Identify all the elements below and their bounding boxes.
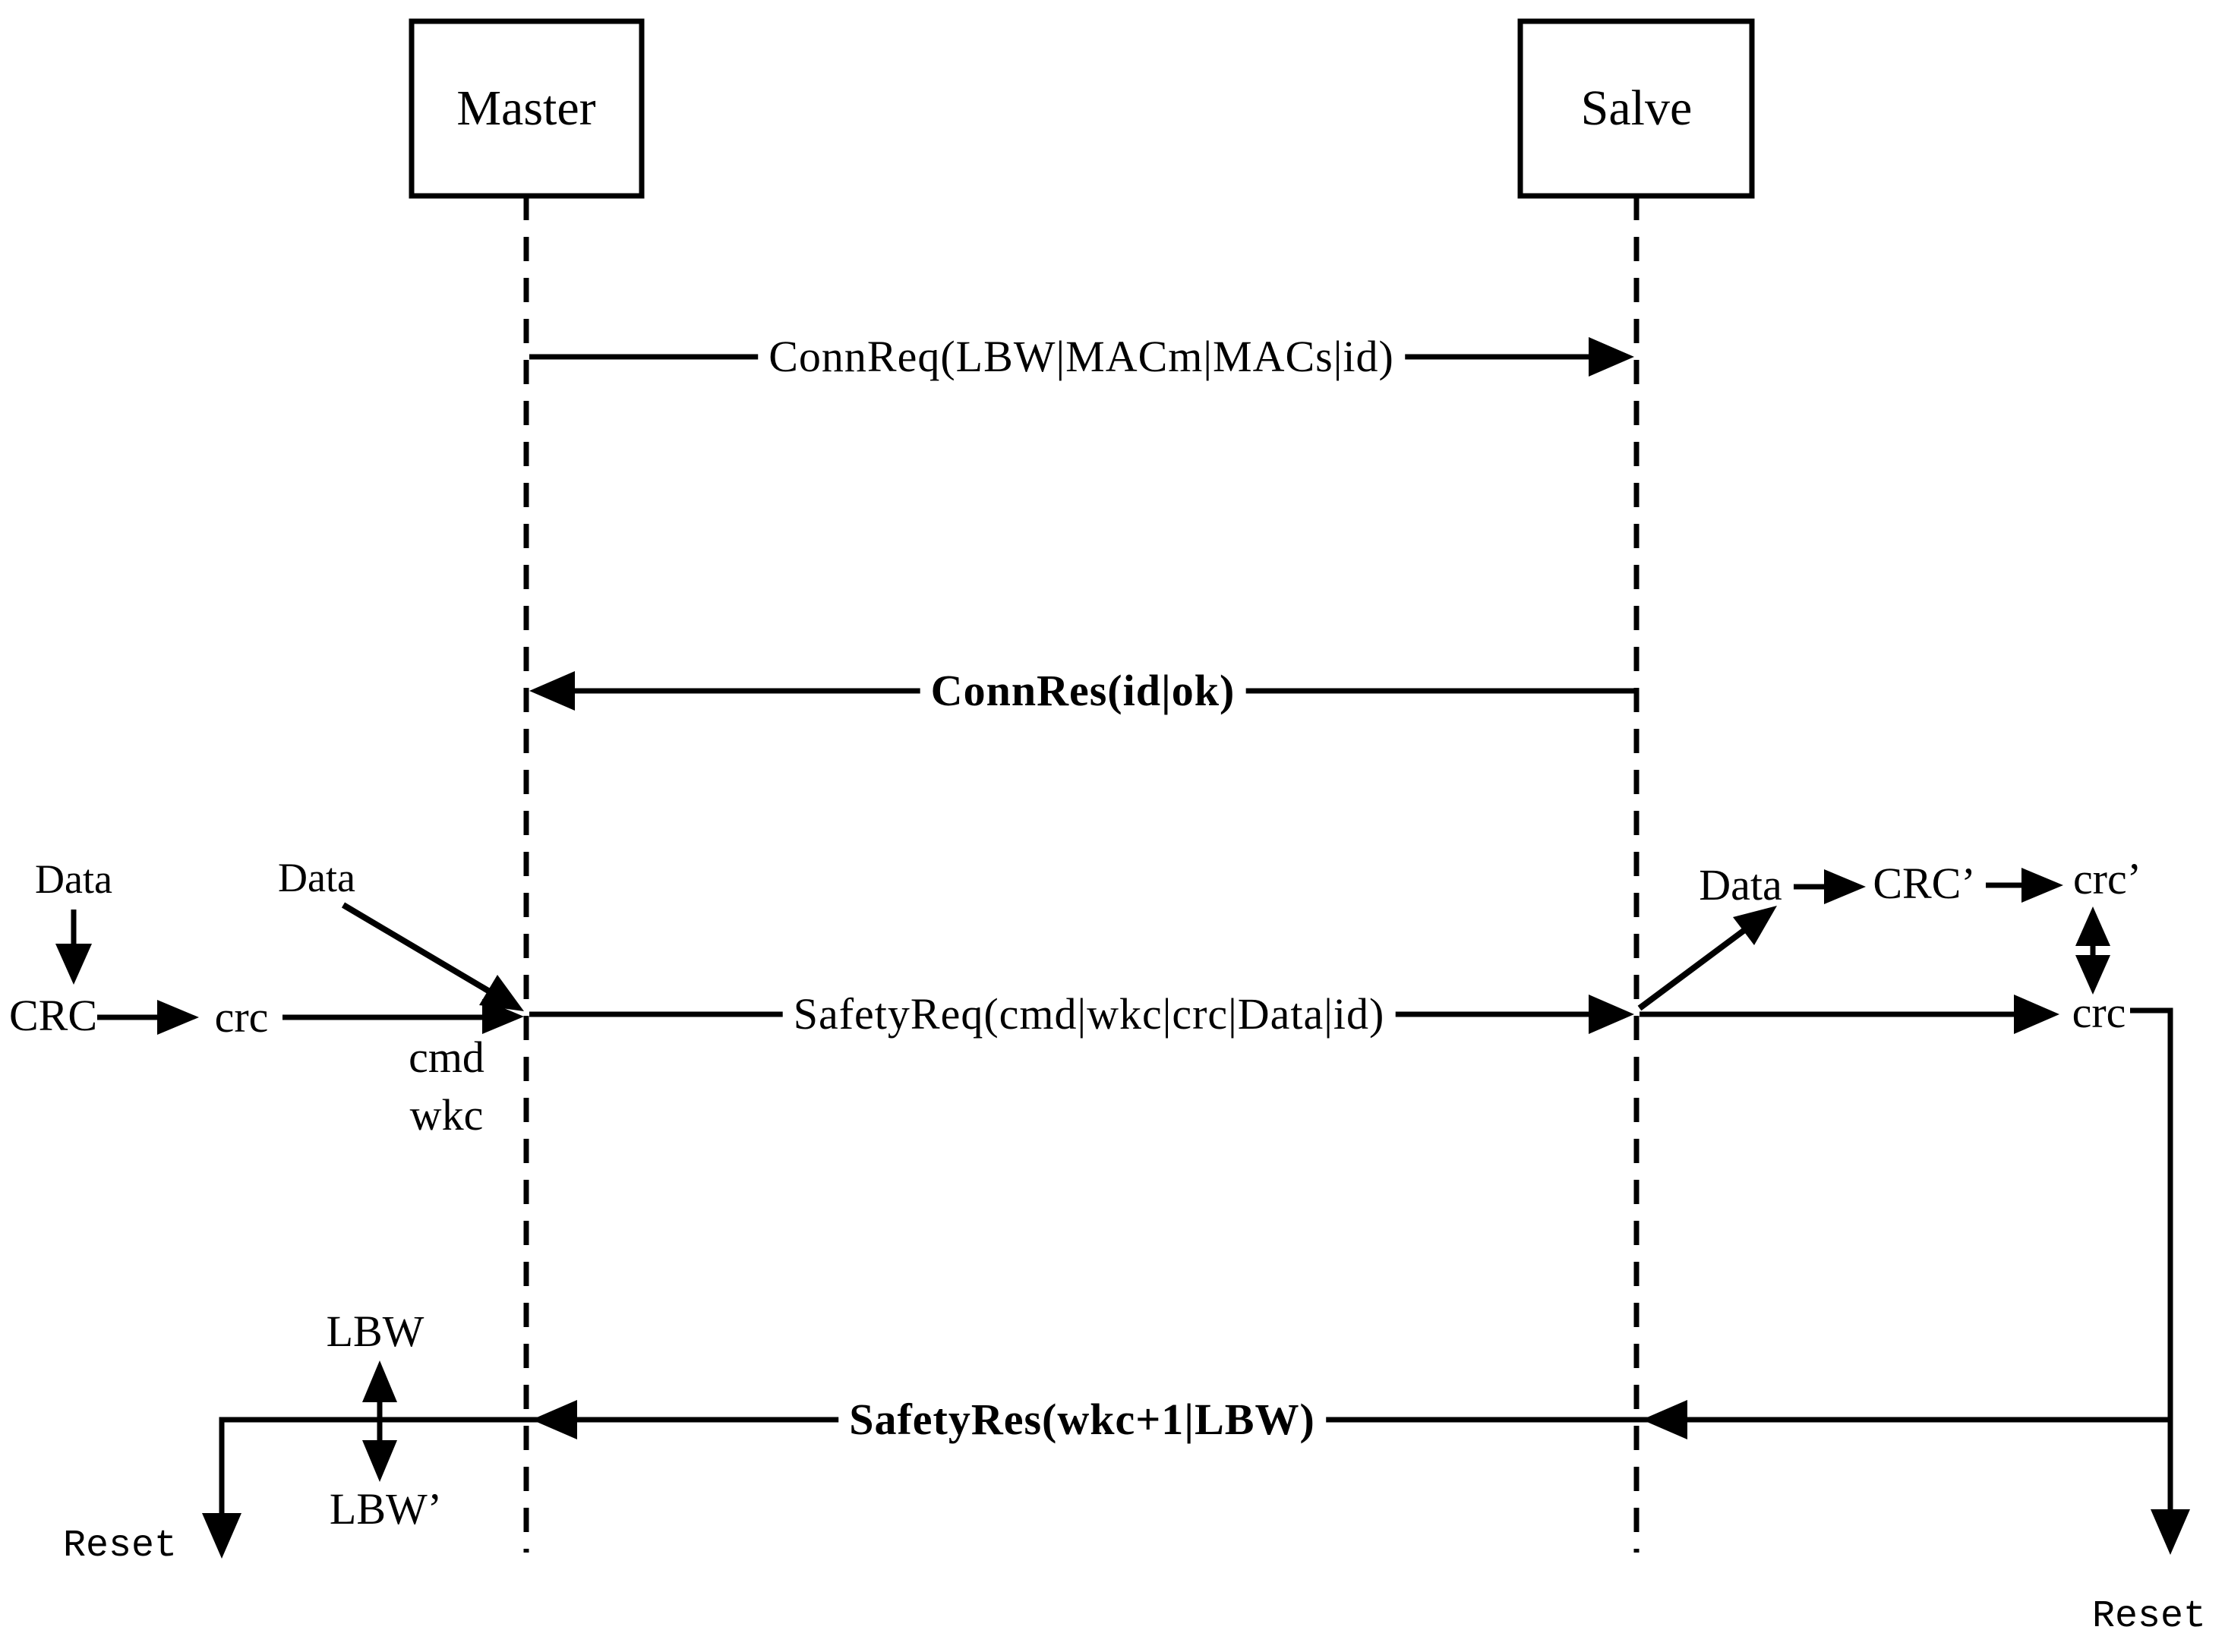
connres-arrowhead (529, 671, 575, 711)
lbw-label: LBW (326, 1307, 424, 1356)
connreq-arrowhead (1589, 337, 1634, 377)
crc-lower-left-label: crc (214, 992, 269, 1042)
reset-left-arrowhead (202, 1513, 241, 1559)
lbw-prime-label: LBW’ (329, 1484, 443, 1534)
reset-left-label: Reset (62, 1524, 178, 1568)
data-master-diagonal (341, 902, 494, 996)
crc-prime-lower-label: crc’ (2072, 854, 2142, 903)
connres-message-label: ConnRes(id|ok) (920, 667, 1246, 714)
data-slave-label: Data (1699, 860, 1782, 910)
crc-right-label: crc (2072, 988, 2126, 1037)
master-box (409, 18, 645, 199)
safetyres-arrowhead-slave (1642, 1400, 1687, 1439)
data-master-label: Data (278, 855, 355, 900)
safetyreq-message-label: SafetyReq(cmd|wkc|crc|Data|id) (782, 991, 1396, 1038)
slave-data-diagonal-arrowhead (1733, 906, 1777, 945)
cmd-label: cmd (409, 1032, 484, 1082)
wkc-label: wkc (409, 1090, 484, 1140)
master-label: Master (456, 80, 596, 136)
lbw-compare-down-arrowhead (362, 1440, 397, 1482)
crc-prime-label: CRC’ (1873, 859, 1976, 908)
crc-left-label: CRC (8, 991, 98, 1040)
slave-box (1517, 18, 1755, 199)
lbw-compare-up-arrowhead (362, 1360, 397, 1402)
safetyres-message-label: SafetyRes(wkc+1|LBW) (838, 1396, 1326, 1443)
reset-right-label: Reset (2091, 1595, 2207, 1638)
slave-label: Salve (1580, 80, 1693, 136)
data-left-label: Data (35, 856, 112, 902)
data-master-diagonal-arrowhead (479, 975, 524, 1011)
crc-compare-down-arrowhead (2075, 955, 2110, 995)
crc-to-master-arrowhead (482, 999, 524, 1034)
safetyres-line (219, 1417, 2170, 1515)
crc-to-crc-arrowhead (157, 1000, 199, 1035)
reset-right-arrowhead (2151, 1509, 2190, 1555)
safetyreq-arrowhead-slave (1589, 995, 1634, 1034)
connreq-message-label: ConnReq(LBW|MACm|MACs|id) (758, 333, 1405, 380)
safetyreq-arrowhead-crc (2014, 995, 2059, 1034)
safetyres-arrowhead-master (532, 1400, 577, 1439)
data-left-arrowhead (55, 944, 92, 985)
crcprime-to-crcprime-arrowhead (2021, 868, 2063, 903)
data-to-crcprime-arrowhead (1824, 869, 1866, 904)
crc-compare-up-arrowhead (2075, 906, 2110, 946)
crc-to-reset-line (2130, 1007, 2173, 1511)
slave-data-diagonal (1637, 925, 1749, 1011)
